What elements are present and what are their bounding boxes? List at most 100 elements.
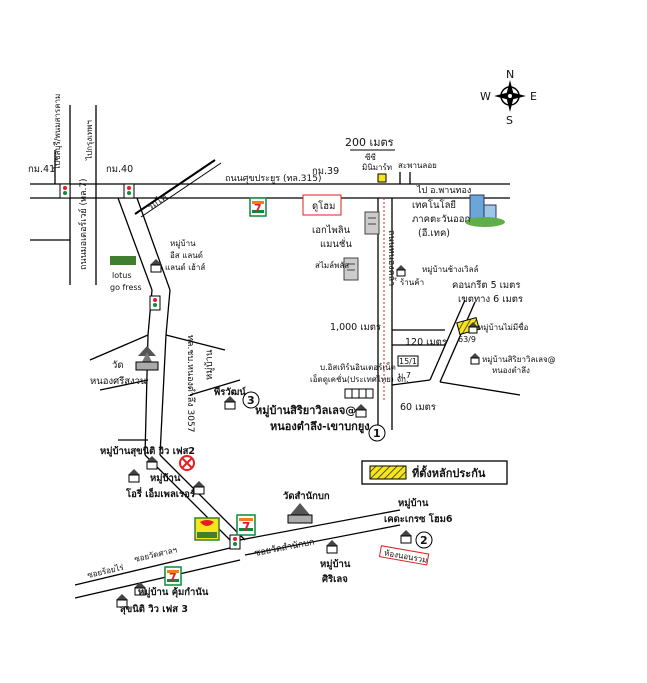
village-siriya-label-1: หมู่บ้านสิริยาวิลเลจ@	[255, 404, 356, 418]
km40-label: กม.40	[106, 164, 133, 175]
svg-text:7: 7	[242, 520, 250, 534]
legend-swatch	[369, 465, 407, 480]
svg-text:2: 2	[420, 534, 428, 547]
house-icon	[134, 582, 146, 596]
dohome-box	[302, 194, 342, 216]
seven-eleven-icon: 7	[249, 197, 267, 217]
wat-nong-2: หนองศรีสงวน	[90, 375, 147, 387]
shop-icon	[377, 173, 387, 183]
concrete-label: คอนกรีต 5 เมตร	[452, 279, 520, 291]
house-icon	[193, 481, 205, 495]
marker-1	[368, 424, 386, 442]
road-phan-thong-label: ไป อ.พานทอง	[416, 185, 471, 196]
moo7-label: ม.7	[398, 371, 411, 380]
company-label-1: บ.อิสเทิร์นอินเตอร์เน็ต	[320, 362, 396, 372]
village-khet-2: เคดะเกรซ โฮม6	[384, 513, 453, 525]
wat-road-label: ซอยวัดสำนักบก	[253, 537, 315, 559]
building-icon	[364, 211, 380, 235]
village-kum-label: หมู่บ้าน คุ้มกำนัน	[138, 586, 209, 599]
village-east-2: อีส แลนด์	[170, 250, 203, 260]
dist-60-label: 60 เมตร	[400, 402, 436, 413]
village-no-name-label: หมู่บ้านไม่มีชื่อ	[478, 321, 529, 333]
house-icon	[146, 456, 158, 470]
dist-200-label: 200 เมตร	[345, 136, 394, 149]
legend-label: ที่ตั้งหลักประกัน	[412, 465, 486, 480]
traffic-light-icon	[123, 183, 135, 199]
traffic-light-icon	[229, 534, 241, 550]
house-icon	[468, 322, 478, 334]
tech-label-3: (อี.เทค)	[418, 227, 450, 239]
tech-label-2: ภาคตะวันออก	[412, 214, 470, 225]
lotus-label: lotus	[112, 271, 132, 280]
house-icon	[355, 404, 367, 418]
roads	[30, 105, 521, 599]
lot-15-box	[397, 355, 419, 367]
wat-samnak-label: วัดสำนักบก	[283, 491, 330, 502]
road-3057-label: ทล.ชบ.หนองตำลึง 3057	[185, 335, 196, 432]
shop-label: ร้านค้า	[400, 278, 424, 287]
svg-text:3: 3	[247, 394, 255, 407]
dohome-label: ดูโฮม	[312, 200, 335, 212]
svg-text:1: 1	[373, 427, 381, 440]
lotus-express-icon	[194, 517, 220, 541]
village-siriya-label-2: หนองตำลึง-เขาบกยูง	[270, 420, 370, 434]
bridge-label: สะพานลอย	[398, 161, 437, 170]
house-icon	[326, 540, 338, 554]
building-icon	[465, 194, 505, 227]
dist-120-label: 120 เมตร	[405, 337, 447, 348]
marker-2	[415, 531, 433, 549]
house-icon	[116, 594, 128, 608]
rail-label: รถไฟ	[146, 192, 170, 213]
seven-eleven-icon: 7	[236, 514, 256, 536]
dist-1000-label: 1,000 เมตร	[330, 322, 381, 333]
amway-label: สไมล์พลัส	[315, 260, 349, 270]
traffic-light-icon	[149, 295, 161, 311]
village-phet-2: พีรวัฒน์	[214, 386, 246, 398]
ek-label-1: เอกไพลิน	[312, 224, 351, 236]
traffic-light-icon	[59, 183, 71, 199]
house-icon	[224, 396, 236, 410]
wat-nong-1: วัด	[112, 360, 124, 371]
minimart-label: มินิมาร์ท	[362, 162, 392, 172]
village-east-1: หมู่บ้าน	[170, 239, 196, 249]
motorway-label: ถนนมอเตอร์เวย์ (ทล.7)	[77, 178, 89, 270]
compass-east: E	[530, 90, 537, 103]
km41-label: กม.41	[28, 164, 55, 175]
lotus-label-2: go fress	[110, 283, 142, 292]
svg-text:7: 7	[254, 202, 262, 215]
compass-north: N	[506, 68, 514, 81]
village-east-3: แลนด์ เฮ้าส์	[165, 262, 205, 272]
village-ori-1: หมู่บ้าน	[150, 472, 181, 485]
village-suk2-label: หมู่บ้านสุขนิติ วิว เฟส2	[100, 445, 195, 458]
lotus-icon	[110, 256, 136, 265]
lot-63-label: 63/9	[458, 335, 476, 344]
house-icon	[396, 265, 406, 277]
red-sign-box	[378, 545, 430, 566]
siriya-small-2: หนองตำลึง	[492, 366, 530, 375]
temple-icon	[135, 346, 159, 371]
building-icon	[343, 257, 359, 281]
village-siri-2: ศิริเลจ	[322, 574, 348, 585]
soi-green-label: ซอยวัดศาลฯ	[133, 545, 177, 564]
house-icon	[470, 353, 480, 365]
km39-label: กม.39	[312, 166, 339, 177]
svg-text:7: 7	[169, 571, 177, 584]
compass-south: S	[506, 114, 513, 127]
marker-3	[242, 391, 260, 409]
compass-icon: N S E W	[480, 68, 537, 127]
company-label-2: เอ็ดดูเคชั่น(ประเทศไทย) จก.	[310, 373, 409, 385]
house-icon	[128, 469, 140, 483]
railway: รถไฟ	[134, 159, 222, 218]
seven-eleven-icon: 7	[164, 566, 182, 586]
village-phet-1: หมู่บ้าน	[204, 349, 215, 380]
road-315-label: ถนนศุขประยูร (ทล.315)	[225, 174, 321, 184]
siriya-small-1: หมู่บ้านสิริยาวิลเลจ@	[482, 355, 556, 365]
village-ori-2: โอรี่ เอ็มเพลเรอร์	[125, 486, 196, 500]
tech-label-1: เทคโนโลยี	[412, 199, 456, 211]
nongkhla-road-label: ถนนหนองคล้า	[386, 230, 397, 286]
village-siri-1: หมู่บ้าน	[320, 558, 351, 571]
house-icon	[150, 259, 162, 273]
ek-label-2: แมนชั่น	[320, 237, 352, 250]
to-chonburi-label: ไปชลบุรี/พนมสารคาม	[53, 94, 62, 171]
